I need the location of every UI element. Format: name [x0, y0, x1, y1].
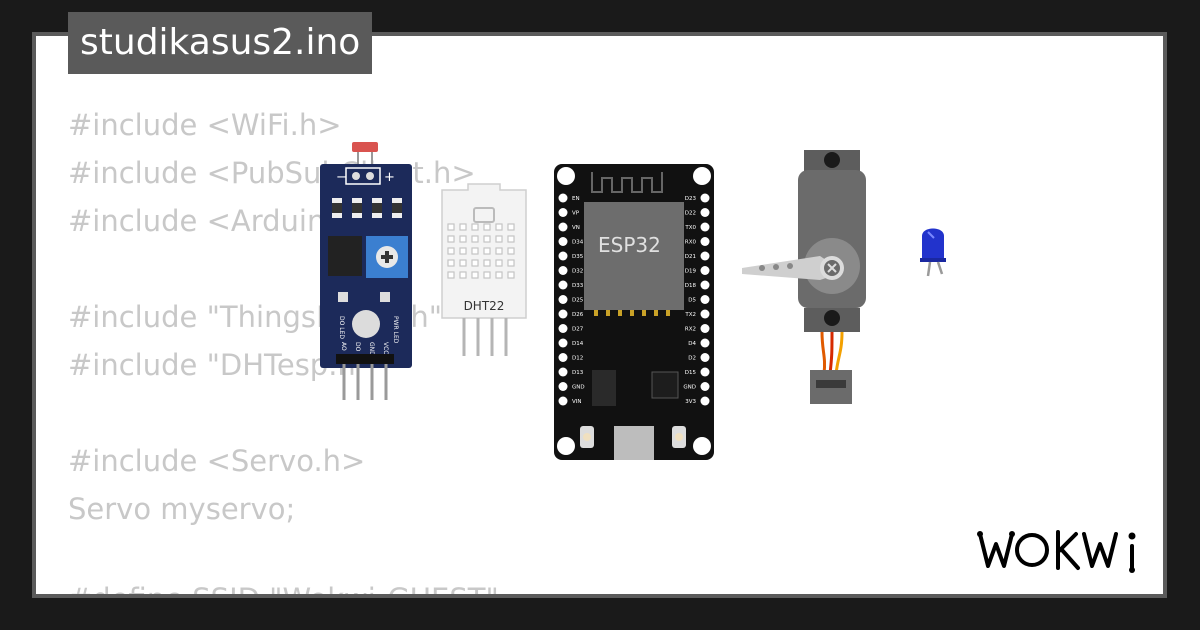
pin-d34[interactable]: [558, 237, 568, 246]
ldr-sensor-module[interactable]: − + DO LED PWR LED AO DO GND VCC: [318, 140, 414, 402]
photoresistor-icon: [352, 142, 378, 152]
minus-sign: −: [336, 170, 347, 185]
esp32-module: [584, 202, 684, 310]
esp32-board[interactable]: ESP32 ENVPVND34D35D32D33D25D26D27D14D12D…: [554, 164, 714, 460]
pin-label-vp: VP: [572, 211, 580, 217]
esp32-label: ESP32: [598, 233, 661, 257]
pin-gnd[interactable]: [700, 382, 710, 391]
pin-label-d33: D33: [572, 283, 584, 289]
servo-motor[interactable]: [740, 148, 866, 406]
pin-tx2[interactable]: [700, 309, 710, 319]
usb-port[interactable]: [614, 426, 654, 460]
pin-label-d12: D12: [572, 356, 583, 362]
pin-label-d13: D13: [572, 370, 584, 376]
pin-d27[interactable]: [558, 324, 568, 333]
pin-label-tx2: TX2: [684, 312, 696, 318]
resistors: [332, 198, 402, 218]
pin-label-d19: D19: [685, 269, 697, 275]
voltage-regulator: [592, 370, 616, 406]
pin-label-d23: D23: [685, 196, 697, 202]
pin-d21[interactable]: [700, 251, 710, 261]
pin-label-d4: D4: [688, 341, 696, 347]
pin-rx2[interactable]: [700, 324, 710, 333]
pin-label-d34: D34: [572, 240, 584, 246]
pin-vp[interactable]: [558, 208, 568, 217]
pin-d35[interactable]: [558, 251, 568, 261]
pin-d13[interactable]: [558, 367, 568, 377]
pin-label-gnd: GND: [368, 342, 375, 356]
code-line-1: #include <WiFi.h>: [68, 108, 342, 142]
do-led-label: DO LED: [338, 316, 345, 339]
comparator-chip: [328, 236, 362, 276]
pin-d12[interactable]: [558, 353, 568, 362]
pin-d32[interactable]: [558, 266, 568, 275]
pin-d18[interactable]: [700, 280, 710, 290]
dht22-pins[interactable]: [462, 318, 508, 356]
pin-label-d35: D35: [572, 254, 584, 260]
code-line-2: #include <PubSubClient.h>: [68, 156, 476, 190]
ldr-pins[interactable]: [342, 364, 388, 400]
pin-d23[interactable]: [700, 193, 710, 203]
pin-label-ao: AO: [340, 342, 347, 351]
led-lens: [352, 310, 380, 338]
pin-vn[interactable]: [558, 222, 568, 232]
pin-d14[interactable]: [558, 338, 568, 348]
pin-tx0[interactable]: [700, 222, 710, 232]
code-line-6: #include "DHTesp.h": [68, 348, 370, 382]
pin-d19[interactable]: [700, 266, 710, 275]
pin-label-do: DO: [354, 342, 361, 352]
pin-label-d5: D5: [688, 298, 696, 304]
pin-label-vcc: VCC: [382, 342, 389, 354]
code-line-9: Servo myservo;: [68, 492, 296, 526]
pin-label-gnd: GND: [572, 385, 585, 391]
pin-label-d15: D15: [685, 370, 697, 376]
pin-3v3[interactable]: [700, 396, 710, 406]
pin-d2[interactable]: [700, 353, 710, 362]
project-title[interactable]: studikasus2.ino: [68, 12, 373, 74]
code-line-8: #include <Servo.h>: [68, 444, 366, 478]
pin-label-gnd: GND: [683, 385, 696, 391]
pin-label-d25: D25: [572, 298, 584, 304]
plus-sign: +: [384, 170, 395, 185]
pin-label-d14: D14: [572, 341, 584, 347]
pin-d5[interactable]: [700, 295, 710, 304]
pin-label-d27: D27: [572, 327, 584, 333]
dht22-sensor[interactable]: DHT22: [438, 180, 530, 358]
pin-label-d21: D21: [685, 254, 696, 260]
pin-d4[interactable]: [700, 338, 710, 348]
pin-label-d2: D2: [688, 356, 696, 362]
blue-led[interactable]: [918, 224, 950, 278]
led-icon: [922, 228, 944, 260]
pin-label-d26: D26: [572, 312, 584, 318]
pin-label-d18: D18: [685, 283, 697, 289]
pin-d25[interactable]: [558, 295, 568, 304]
pin-label-en: EN: [572, 196, 580, 202]
servo-horn[interactable]: [742, 256, 832, 280]
usb-chip: [651, 371, 679, 399]
pin-label-rx2: RX2: [685, 327, 696, 333]
pin-label-d22: D22: [685, 211, 696, 217]
pwr-led-label: PWR LED: [392, 316, 399, 344]
pin-label-vn: VN: [572, 225, 580, 231]
pin-label-d32: D32: [572, 269, 583, 275]
pin-en[interactable]: [558, 193, 568, 203]
pin-vin[interactable]: [558, 396, 568, 406]
code-line-11: #define SSID "Wokwi-GUEST": [68, 582, 499, 594]
pin-label-3v3: 3V3: [685, 399, 696, 405]
pin-gnd[interactable]: [558, 382, 568, 391]
pin-d22[interactable]: [700, 208, 710, 217]
wokwi-logo: [977, 530, 1136, 573]
pin-rx0[interactable]: [700, 237, 710, 246]
dht22-label: DHT22: [464, 299, 505, 313]
pin-d15[interactable]: [700, 367, 710, 377]
pin-label-rx0: RX0: [685, 240, 697, 246]
pin-d33[interactable]: [558, 280, 568, 290]
pin-d26[interactable]: [558, 309, 568, 319]
pin-label-vin: VIN: [572, 399, 582, 405]
antenna-icon: [591, 172, 663, 193]
pin-label-tx0: TX0: [684, 225, 696, 231]
